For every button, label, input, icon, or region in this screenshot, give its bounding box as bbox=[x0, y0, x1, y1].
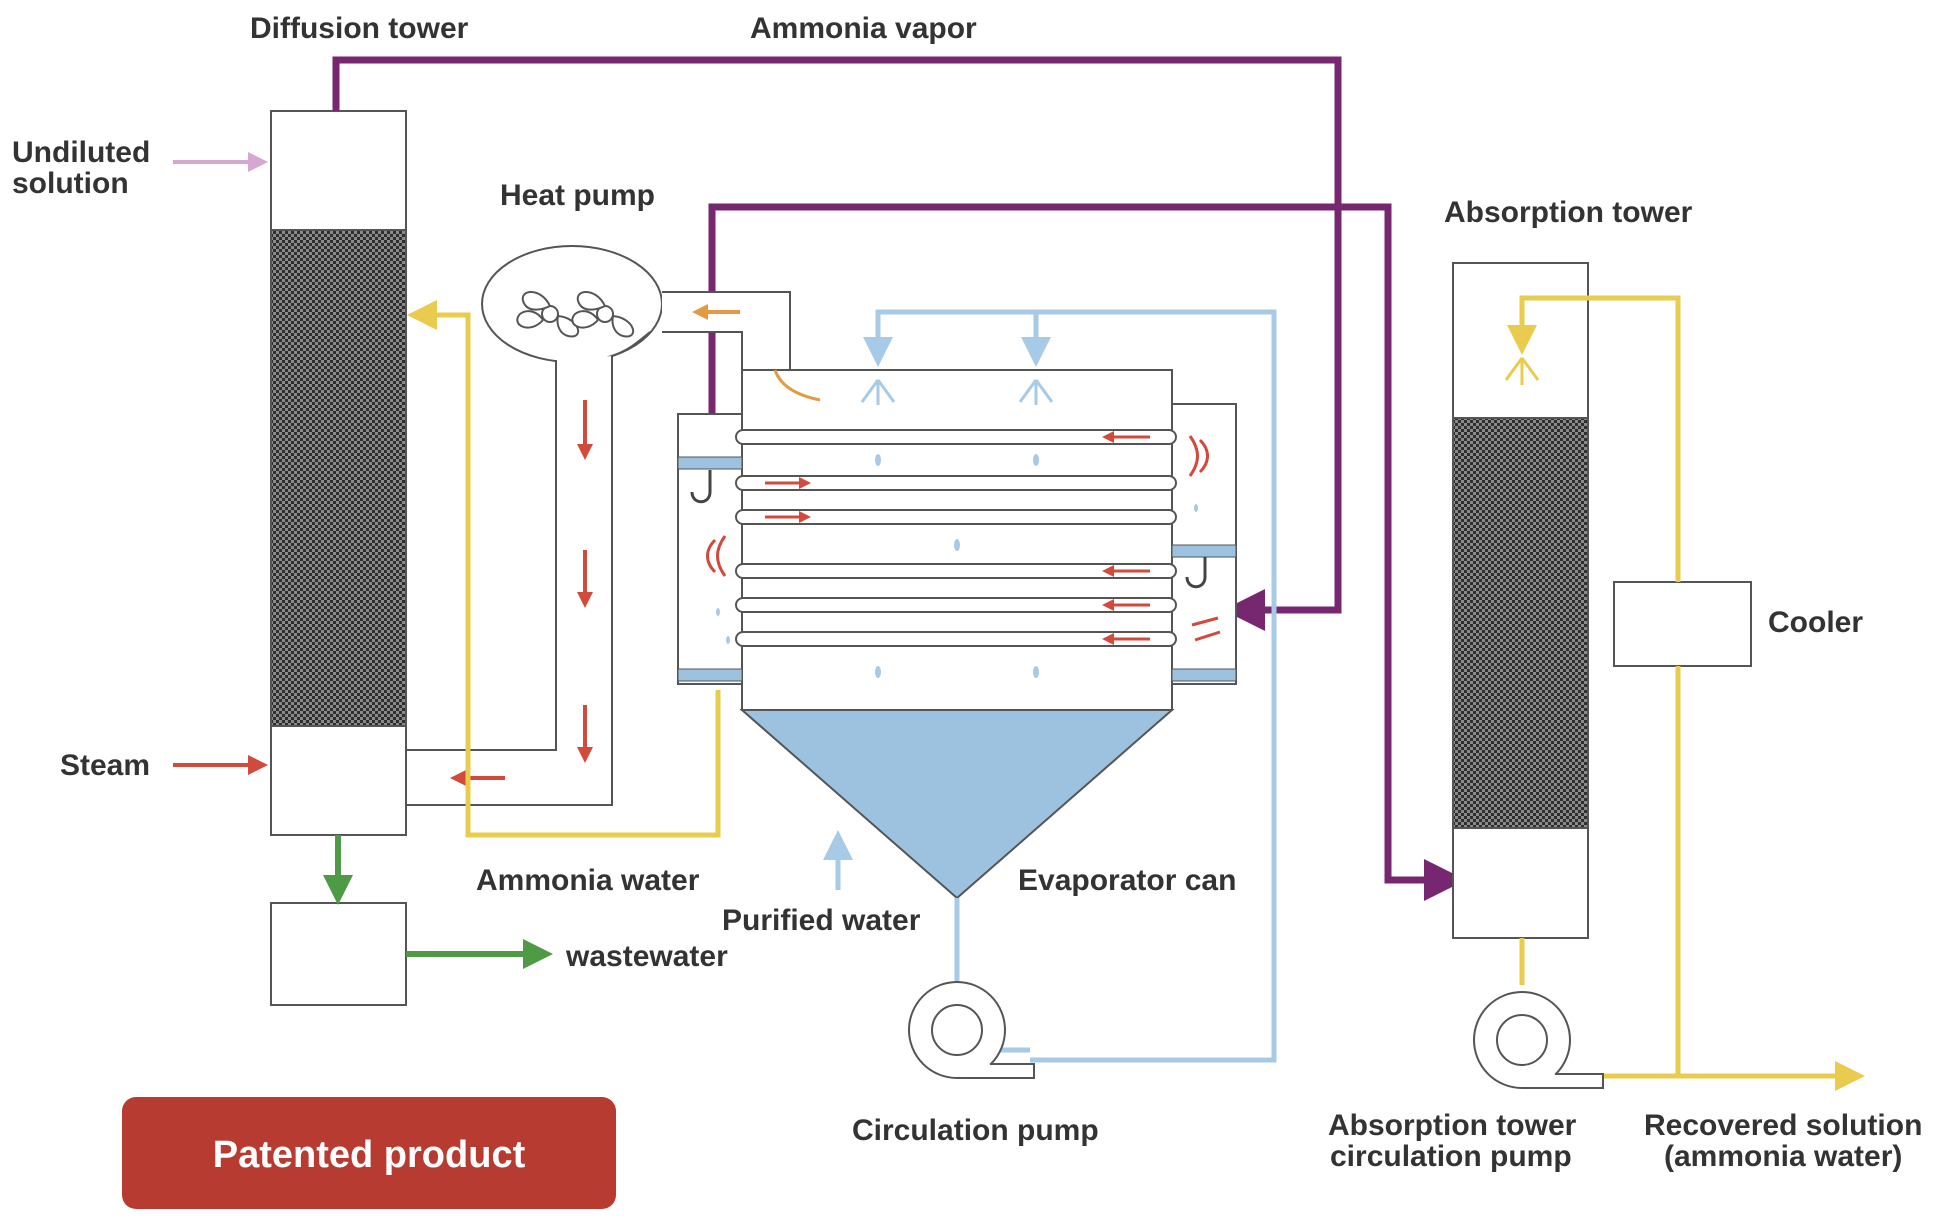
diffusion-tower-packing bbox=[272, 230, 405, 726]
hook-icon bbox=[690, 470, 712, 504]
fan-icon bbox=[571, 291, 635, 338]
label-undiluted-line2: solution bbox=[12, 167, 129, 200]
label-diffusion-tower: Diffusion tower bbox=[250, 12, 469, 45]
label-circulation-pump: Circulation pump bbox=[852, 1114, 1099, 1147]
absorption-tower bbox=[1452, 262, 1589, 939]
ammonia-vapor-to-absorption-line bbox=[708, 203, 1466, 901]
label-absorption-tower: Absorption tower bbox=[1444, 196, 1693, 229]
ammonia-water-line bbox=[407, 300, 721, 838]
circulation-pump-icon bbox=[908, 981, 1035, 1079]
label-ammonia-water: Ammonia water bbox=[476, 864, 700, 897]
badge-text: Patented product bbox=[213, 1134, 526, 1176]
diffusion-tower bbox=[270, 110, 407, 836]
cooler-box bbox=[1613, 581, 1752, 667]
evaporator-can bbox=[677, 369, 1237, 900]
hook-icon bbox=[1185, 557, 1207, 589]
label-heat-pump: Heat pump bbox=[500, 179, 655, 212]
label-evaporator-can: Evaporator can bbox=[1018, 864, 1236, 897]
circulation-return-line bbox=[863, 309, 1277, 1063]
fan-icon bbox=[516, 291, 580, 338]
label-purified-water: Purified water bbox=[722, 904, 921, 937]
patented-product-badge: Patented product bbox=[122, 1097, 616, 1209]
label-cooler: Cooler bbox=[1768, 606, 1863, 639]
absorption-pump-icon bbox=[1473, 991, 1604, 1089]
label-recovered-line1: Recovered solution bbox=[1644, 1109, 1922, 1142]
label-undiluted-line1: Undiluted bbox=[12, 136, 150, 169]
ammonia-vapor-line bbox=[332, 56, 1342, 631]
label-abs-pump-line1: Absorption tower bbox=[1328, 1109, 1577, 1142]
label-wastewater: wastewater bbox=[565, 940, 728, 973]
label-recovered-line2: (ammonia water) bbox=[1664, 1140, 1902, 1173]
label-ammonia-vapor: Ammonia vapor bbox=[750, 12, 977, 45]
absorption-recycle-line bbox=[1507, 295, 1681, 582]
label-abs-pump-line2: circulation pump bbox=[1330, 1140, 1572, 1173]
wastewater-tank bbox=[270, 902, 407, 1006]
absorption-tower-packing bbox=[1454, 418, 1587, 828]
heat-pump bbox=[405, 245, 791, 806]
label-steam: Steam bbox=[60, 749, 150, 782]
